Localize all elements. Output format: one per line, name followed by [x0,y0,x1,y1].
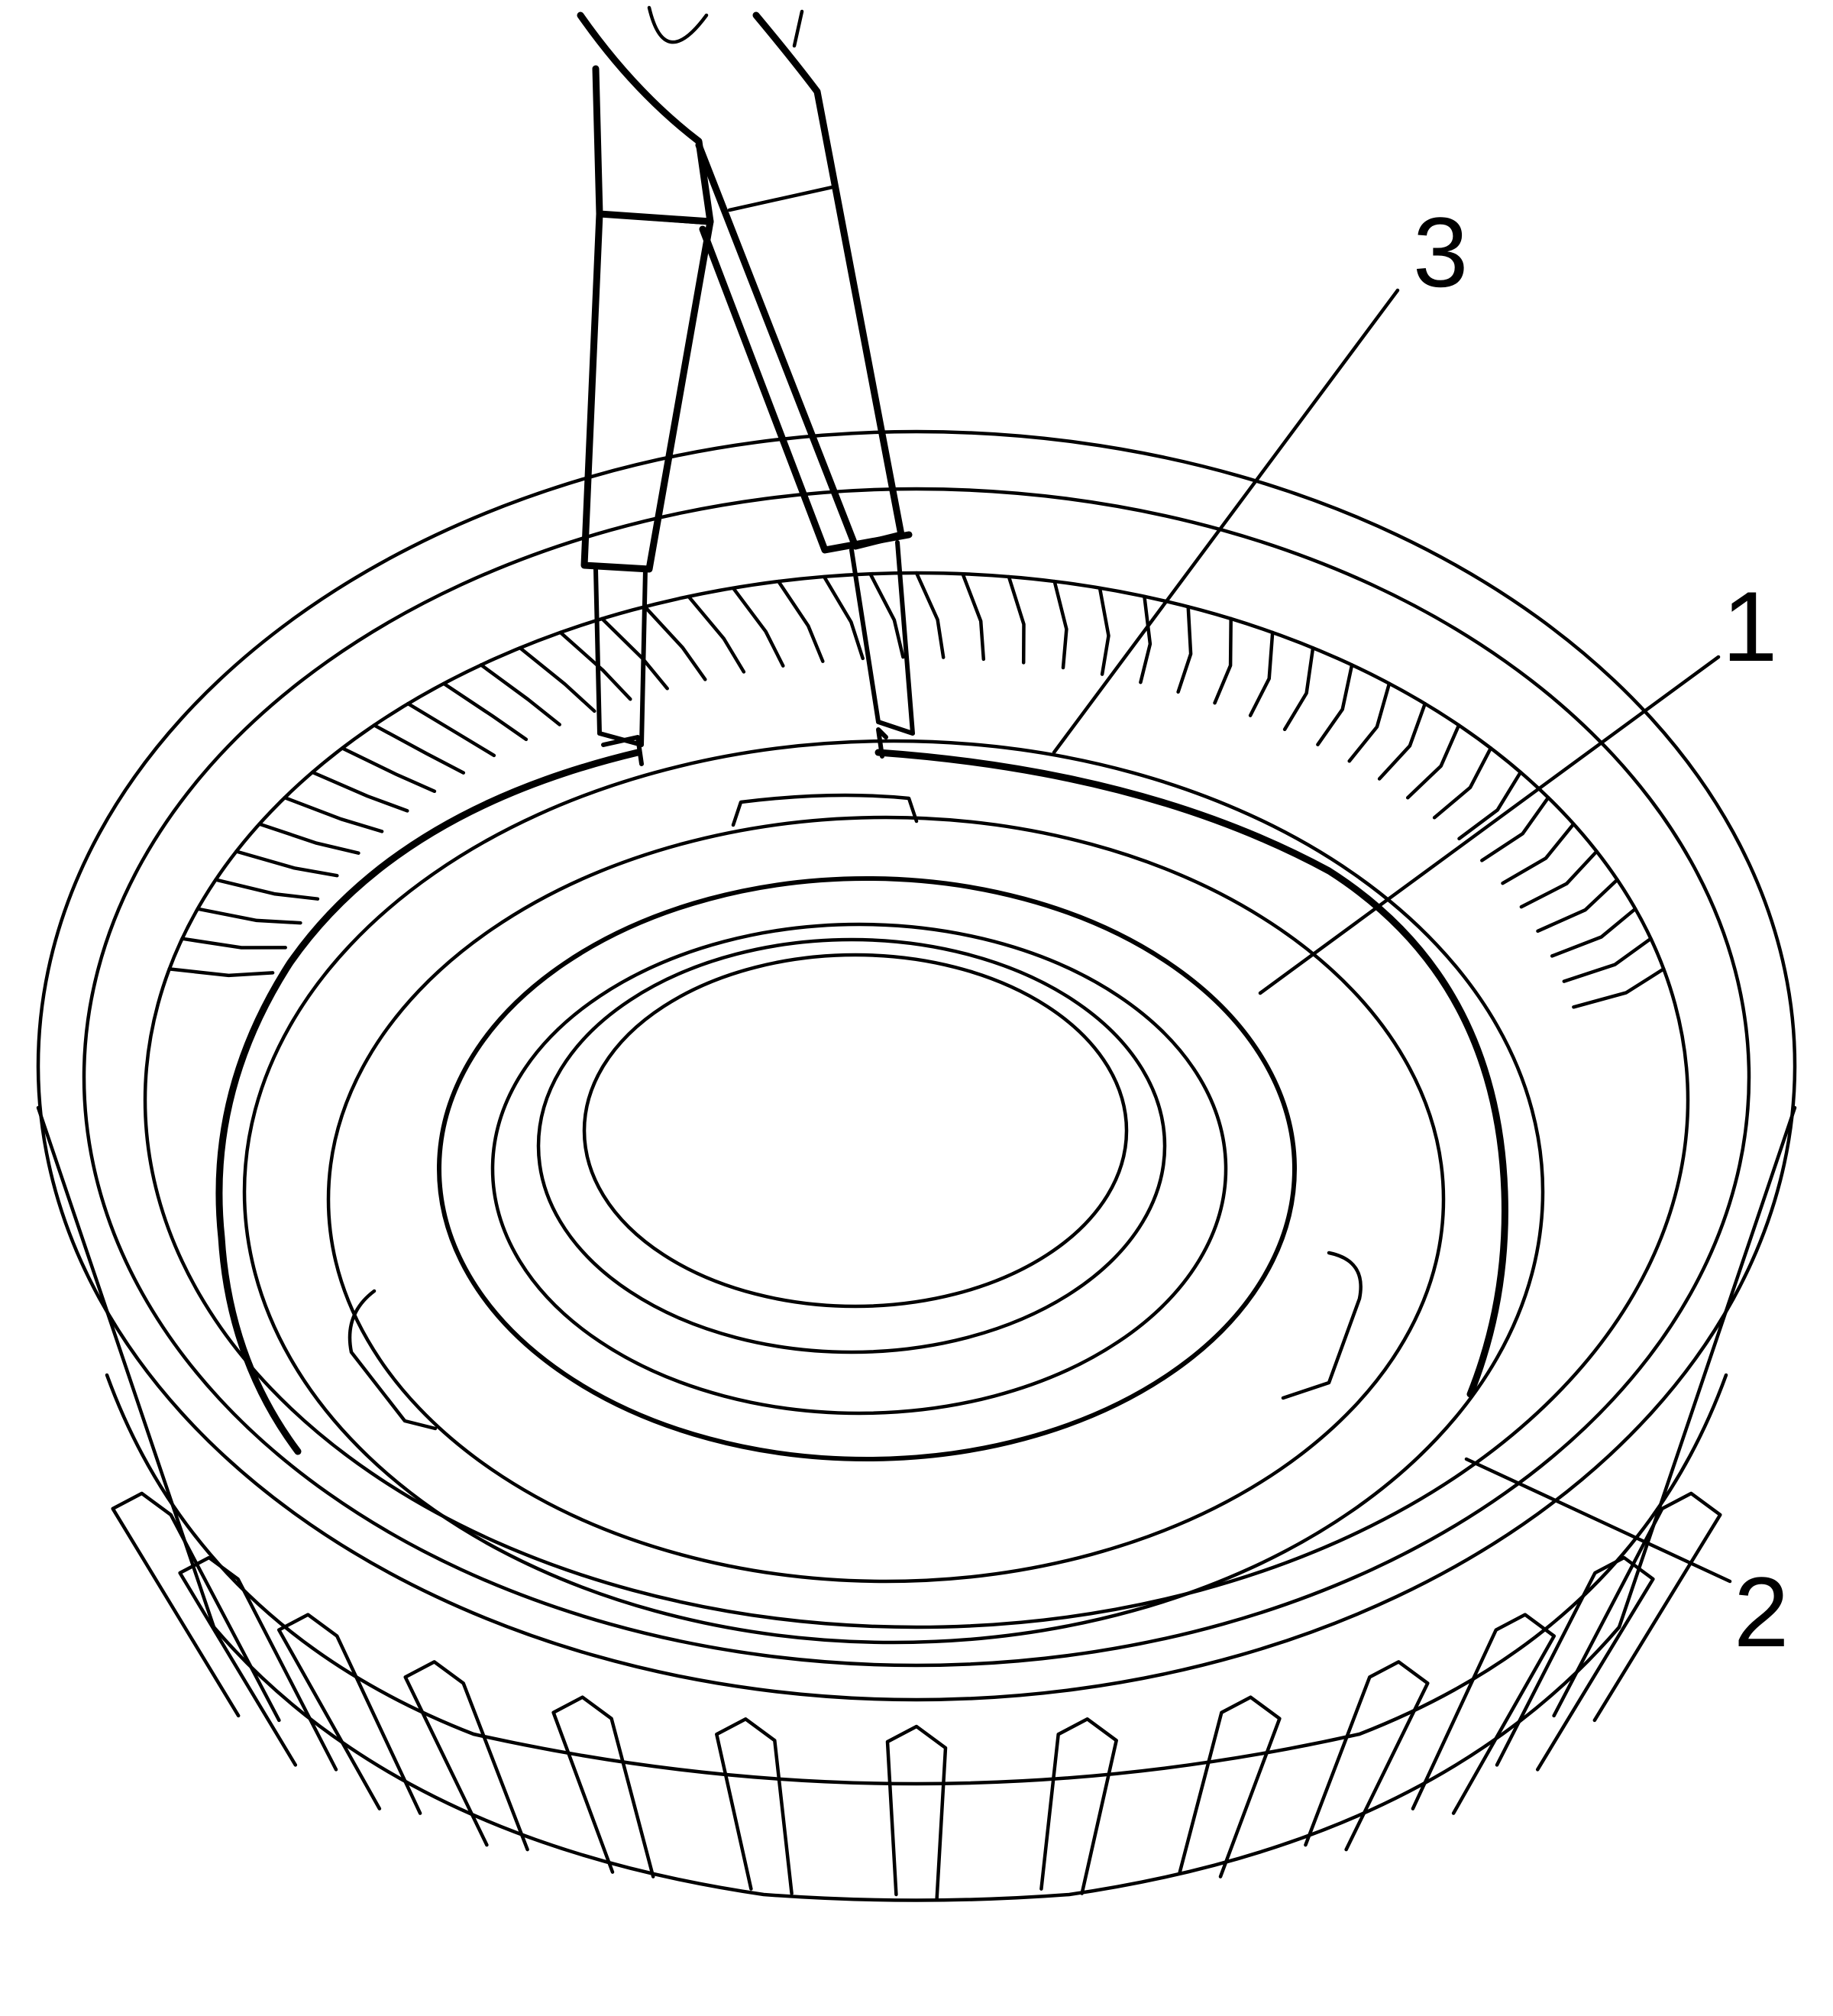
internal-helical-teeth [167,571,1666,1009]
spline-tooth [178,1555,338,1772]
spline-tooth [403,1660,529,1852]
bearing-outer-race [326,815,1446,1584]
helical-tooth [1432,746,1493,820]
spline-tooth [885,1724,948,1901]
helical-tooth [1572,967,1666,1009]
snap-ring-lug-right [876,727,888,759]
helical-tooth [1282,646,1315,732]
helical-tooth [1347,681,1392,763]
pliers-jaw-left [580,210,714,573]
callouts: 1 2 3 [1052,196,1789,1668]
helical-tooth [196,907,302,925]
helical-tooth [340,746,437,794]
helical-tooth [1139,594,1152,684]
pliers-jaw-right [699,225,913,554]
snap-ring-left-arc [215,749,642,1455]
bearing-inner-race [490,922,1228,1416]
helical-tooth [961,571,986,662]
helical-tooth [180,937,287,950]
bearing-outer-edge [242,739,1545,1645]
helical-tooth [1007,574,1026,665]
bearing-inner-race-edge [536,937,1167,1354]
pliers-band-right [727,185,835,212]
spline-tooth [1495,1555,1655,1772]
snap-ring-lug-left [601,735,644,766]
helical-tooth [214,878,320,901]
helical-tooth [777,579,825,663]
helical-tooth [167,967,275,978]
helical-tooth [1098,586,1110,676]
pliers-pivot [647,5,709,44]
callout-1-leader [1258,655,1721,995]
housing-right-side [1617,1105,1797,1629]
helical-tooth [687,594,746,674]
helical-tooth [1480,795,1550,862]
helical-tooth [283,795,384,833]
pliers-tip-left [593,567,648,747]
callout-2-label: 2 [1734,1556,1789,1668]
helical-tooth [518,646,596,714]
callout-1-label: 1 [1722,571,1777,682]
housing-lower-band [105,1373,1728,1786]
housing-base-edge [212,1625,1621,1902]
spline-tooth [551,1695,655,1878]
snap-ring-right-arc [874,749,1508,1398]
helical-tooth [868,571,905,659]
helical-tooth [1536,878,1619,934]
helical-tooth [1316,663,1354,746]
helical-tooth [234,849,339,878]
pliers-handle-left [577,11,714,225]
spline-tooth [1411,1613,1557,1815]
spline-tooth [276,1613,422,1815]
pliers-spring [792,9,804,48]
spline-tooth [715,1717,794,1895]
helical-tooth [643,604,707,681]
helical-tooth [406,701,496,758]
housing-inner-rim [82,487,1751,1668]
helical-tooth [1519,849,1599,909]
spline-tooth [1178,1695,1282,1878]
spline-tooth [1304,1660,1430,1852]
callout-3-label: 3 [1413,196,1468,308]
helical-tooth [1501,822,1576,885]
spline-tooth [111,1491,281,1723]
callout-3-leader [1052,288,1400,755]
helical-tooth [310,770,409,813]
helical-tooth [257,822,360,855]
helical-tooth [1562,937,1653,983]
helical-tooth [1405,723,1461,800]
bearing [242,739,1545,1645]
bearing-tab-top [731,793,919,827]
helical-tooth [1052,579,1068,670]
spline-tooth [1039,1717,1118,1895]
helical-tooth [1457,770,1523,841]
callout-2-leader [1464,1457,1732,1584]
helical-tooth [1176,604,1193,694]
snap-ring [215,727,1508,1455]
helical-tooth [558,630,632,701]
helical-tooth [372,723,466,775]
bearing-cage-ring [437,876,1297,1461]
pliers-band-left [601,213,709,225]
helical-tooth [914,571,946,659]
bearing-bore [582,953,1129,1309]
pliers-tip-right [849,540,915,736]
bearing-tab-left [348,1289,438,1431]
helical-tooth [1550,907,1637,958]
helical-tooth [1377,701,1427,781]
helical-tooth [1248,630,1275,717]
pliers-handle-right [695,11,905,550]
housing-outer-rim [36,429,1797,1702]
helical-tooth [731,586,785,668]
snap-ring-pliers [577,5,915,747]
bearing-tab-right [1281,1251,1363,1400]
helical-tooth [479,663,561,726]
helical-tooth [1213,616,1233,705]
helical-tooth [822,574,865,661]
helical-tooth [441,681,529,742]
gear-housing [36,429,1797,1902]
